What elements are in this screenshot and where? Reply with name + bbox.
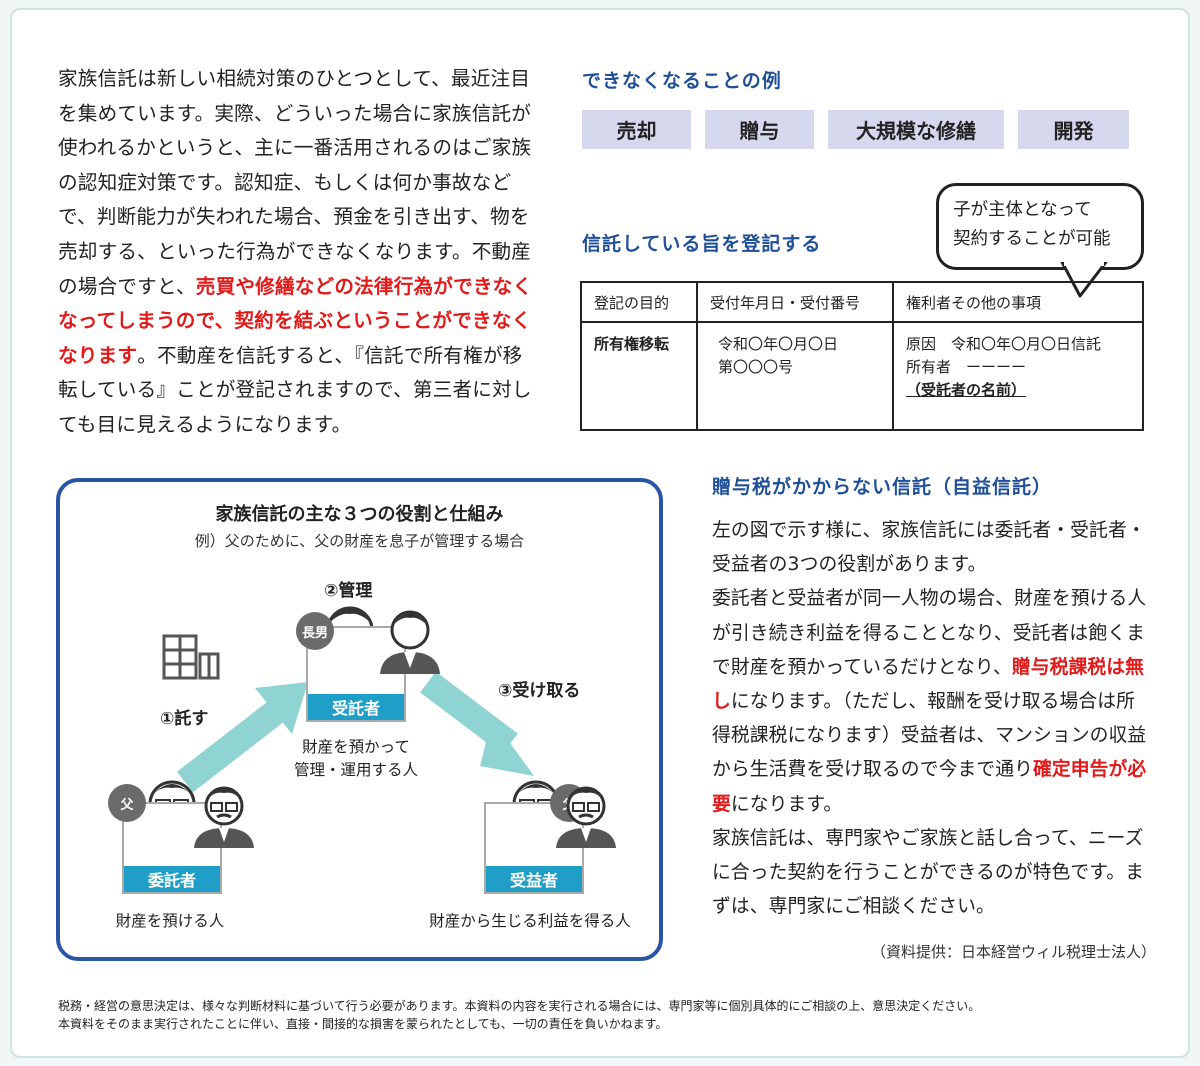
chip-major-repair: 大規模な修繕 [828,110,1004,149]
header-rights: 権利者その他の事項 [892,281,1144,323]
trustee-caption: 財産を預かって 管理・運用する人 [278,736,434,782]
source-credit: （資料提供：日本経営ウィル税理士法人） [870,943,1156,961]
receive-arrow [420,671,534,776]
beneficiary-role: 受益者 [486,866,582,892]
chip-gift: 贈与 [705,110,814,149]
settlor-caption: 財産を預ける人 [115,912,225,930]
bubble-line-2: 契約することが可能 [953,229,1111,249]
step-entrust-label: ①託す [160,709,209,729]
date-line-1: 令和〇年〇月〇日 [718,335,839,353]
trustee-badge: 長男 [296,612,334,650]
entrust-arrow [177,682,308,793]
building-icon [162,634,220,680]
gift-tax-paragraph-1: 左の図で示す様に、家族信託には委託者・受託者・受益者の3つの役割があります。 [712,520,1146,576]
registration-title: 信託している旨を登記する [582,233,822,255]
rights-line-3: （受託者の名前） [906,381,1027,399]
gift-tax-text-c: になります。 [730,793,843,815]
rights-line-2: 所有者 ーーーー [906,358,1027,376]
table-header-row: 登記の目的 受付年月日・受付番号 権利者その他の事項 [580,281,1144,323]
gift-tax-highlight-1: 贈与税課税は無し [712,656,1145,713]
beneficiary-card: 受益者 [484,802,584,894]
header-purpose: 登記の目的 [580,281,698,323]
disclaimer-line-2: 本資料をそのまま実行されたことに伴い、直接・間接的な損害を蒙られたとしても、一切… [58,1017,668,1031]
step-receive-label: ③受け取る [498,681,581,701]
chip-development: 開発 [1018,110,1129,149]
intro-text-2: 。不動産を信託すると、『信託で所有権が移転している』ことが登記されますので、第三… [58,343,532,436]
registration-table: 登記の目的 受付年月日・受付番号 権利者その他の事項 所有権移転 令和〇年〇月〇… [580,281,1144,431]
trustee-caption-2: 管理・運用する人 [293,761,418,779]
table-row: 所有権移転 令和〇年〇月〇日 第〇〇〇号 原因 令和〇年〇月〇日信託 所有者 ー… [580,321,1144,431]
cell-date: 令和〇年〇月〇日 第〇〇〇号 [696,321,894,431]
rights-line-1: 原因 令和〇年〇月〇日信託 [906,335,1102,353]
gift-tax-paragraph-2: 委託者と受益者が同一人物の場合、財産を預ける人が引き続き利益を得ることとなり、受… [712,582,1148,821]
beneficiary-caption: 財産から生じる利益を得る人 [429,912,631,930]
chip-sale: 売却 [582,110,691,149]
date-line-2: 第〇〇〇号 [718,358,794,376]
intro-highlight: 売買や修繕などの法律行為ができなくなってしまうので、契約を結ぶということができな… [58,274,533,367]
trustee-role: 受託者 [308,694,404,720]
gift-tax-text-a: 委託者と受益者が同一人物の場合、財産を預ける人が引き続き利益を得ることとなり、受… [712,588,1147,678]
gift-tax-text-b: になります。（ただし、報酬を受け取る場合は所得税課税になります）受益者は、マンシ… [712,691,1147,781]
gift-tax-paragraph-3: 家族信託は、専門家やご家族と話し合って、ニーズに合った契約を行うことができるのが… [712,827,1145,918]
trustee-caption-1: 財産を預かって [302,738,410,756]
bubble-line-1: 子が主体となって [953,200,1092,220]
beneficiary-badge: 父 [550,784,588,822]
intro-text-1: 家族信託は新しい相続対策のひとつとして、最近注目を集めています。実際、どういった… [58,67,532,298]
trust-diagram: 家族信託の主な３つの役割と仕組み 例）父のために、父の財産を息子が管理する場合 [56,478,663,961]
cannot-examples-list: 売却 贈与 大規模な修繕 開発 [582,110,1129,149]
bubble-tail [1060,262,1108,298]
gift-tax-title: 贈与税がかからない信託（自益信託） [712,476,1053,498]
settlor-role: 委託者 [124,866,220,892]
diagram-title: 家族信託の主な３つの役割と仕組み [215,504,504,525]
settlor-badge: 父 [108,784,146,822]
gift-tax-body: 左の図で示す様に、家族信託には委託者・受託者・受益者の3つの役割があります。 委… [712,514,1148,924]
cannot-examples-title: できなくなることの例 [582,70,782,92]
diagram-subtitle: 例）父のために、父の財産を息子が管理する場合 [194,532,525,550]
gift-tax-highlight-2: 確定申告が必要 [712,759,1147,815]
disclaimer-line-1: 税務・経営の意思決定は、様々な判断材料に基づいて行う必要があります。本資料の内容… [58,999,981,1013]
speech-bubble: 子が主体となって 契約することが可能 [936,183,1144,270]
cell-purpose: 所有権移転 [580,321,698,431]
disclaimer: 税務・経営の意思決定は、様々な判断材料に基づいて行う必要があります。本資料の内容… [58,997,980,1033]
cell-rights: 原因 令和〇年〇月〇日信託 所有者 ーーーー （受託者の名前） [892,321,1144,431]
header-date: 受付年月日・受付番号 [696,281,894,323]
step-manage-label: ②管理 [324,581,373,601]
intro-paragraph: 家族信託は新しい相続対策のひとつとして、最近注目を集めています。実際、どういった… [58,62,542,443]
